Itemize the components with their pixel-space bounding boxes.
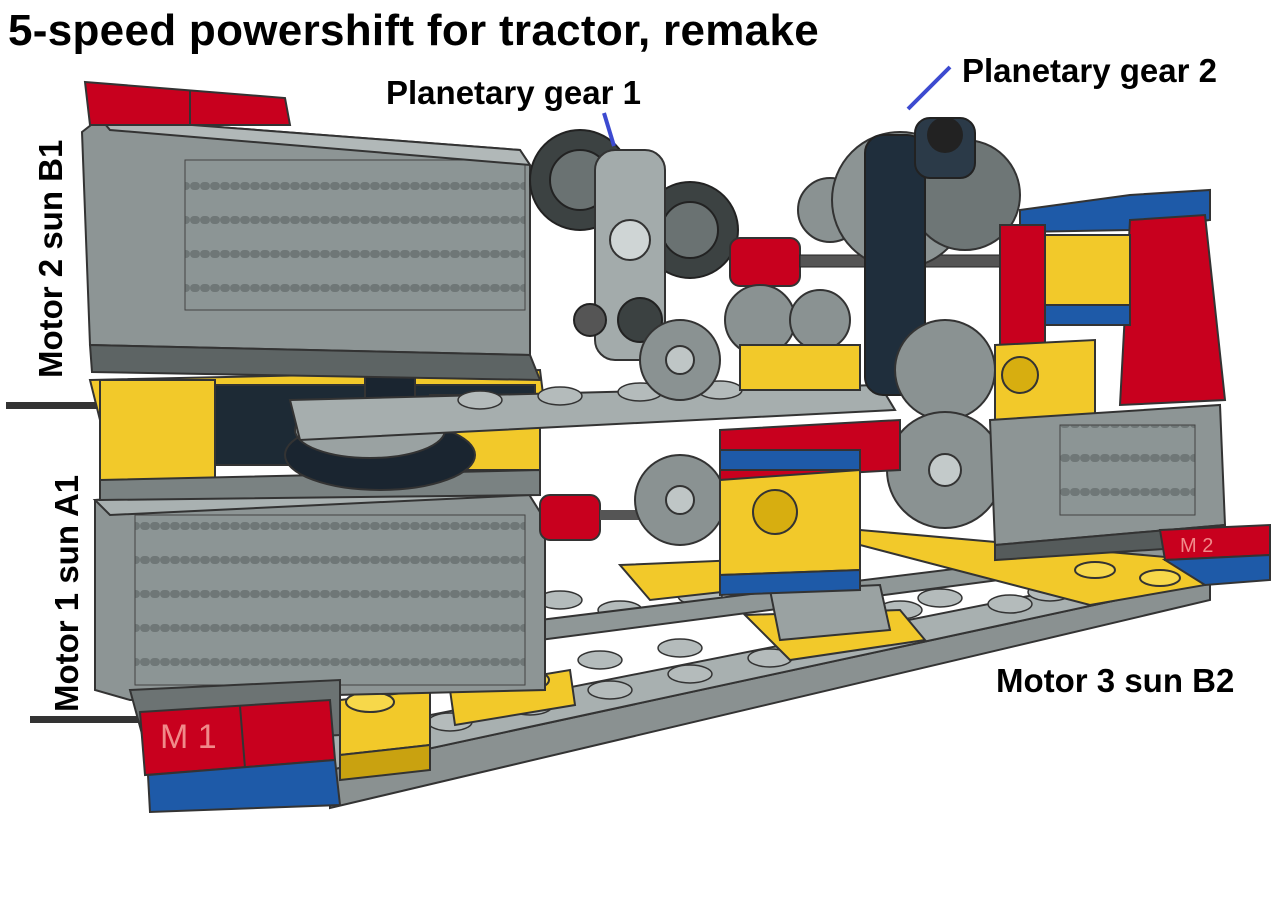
- small-gears: [634, 177, 863, 546]
- left-axle-top: [6, 402, 106, 409]
- label-motor-2: Motor 2 sun B1: [32, 139, 69, 378]
- diagram-title: 5-speed powershift for tractor, remake: [8, 6, 819, 55]
- planetary-gear-2: [831, 117, 1021, 529]
- planetary-gear-1: [529, 129, 739, 361]
- label-motor-3: Motor 3 sun B2: [996, 662, 1235, 699]
- right-frame: [994, 188, 1227, 422]
- m1-plate-label: M 1: [160, 718, 217, 756]
- motor-1-plate: M 1: [138, 698, 342, 814]
- left-axle-bottom: [30, 716, 140, 723]
- label-motor-1: Motor 1 sun A1: [48, 474, 85, 712]
- leader-line-gear-1: [602, 112, 616, 147]
- center-block: [719, 344, 901, 597]
- label-planetary-gear-1: Planetary gear 1: [386, 74, 641, 111]
- motor-2: [80, 80, 542, 382]
- label-planetary-gear-2: Planetary gear 2: [962, 52, 1217, 89]
- m2-plate-label: M 2: [1180, 535, 1213, 557]
- leader-line-gear-2: [906, 65, 952, 111]
- motor-3: M 2: [988, 403, 1271, 587]
